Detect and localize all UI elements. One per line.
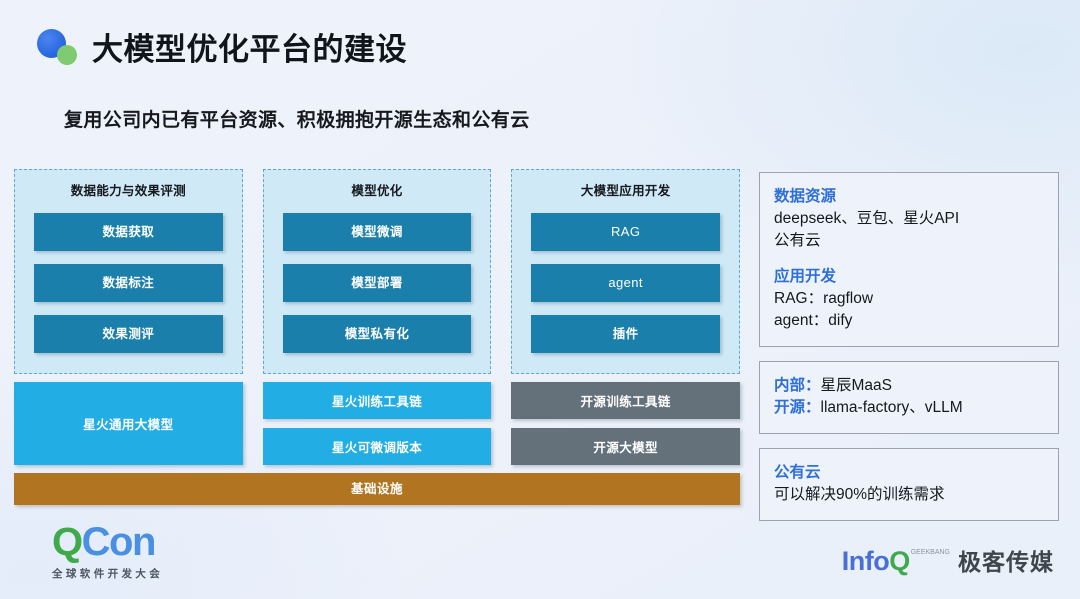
panel-value: 星辰MaaS [820,377,893,394]
category-row: 数据能力与效果评测 数据获取 数据标注 效果测评 模型优化 模型微调 模型部署 … [14,169,741,374]
item-box[interactable]: 插件 [531,314,721,353]
category-items: 模型微调 模型部署 模型私有化 [282,207,472,359]
category-panel-model-optimization: 模型优化 模型微调 模型部署 模型私有化 [262,169,492,374]
panel-text: 公有云 [774,232,821,249]
base-layer-row: 星火通用大模型 星火训练工具链 星火可微调版本 开源训练工具链 开源大模型 [14,382,741,465]
qcon-letters-con: Con [81,520,157,564]
base-box[interactable]: 星火训练工具链 [262,382,492,419]
panel-internal-opensource: 内部：星辰MaaS 开源：llama-factory、vLLM [759,361,1059,434]
panel-heading: 应用开发 [774,268,837,285]
panel-text: RAG：ragflow [774,290,874,307]
panel-data-resources: 数据资源 deepseek、豆包、星火API 公有云 应用开发 RAG：ragf… [759,172,1059,347]
infoq-letter-q: Q [889,546,910,576]
base-column-open-source: 开源训练工具链 开源大模型 [511,382,741,465]
slide-header: 大模型优化平台的建设 [36,24,407,69]
base-box-spark-general-model[interactable]: 星火通用大模型 [14,382,243,465]
panel-value: llama-factory、vLLM [820,399,963,416]
panel-text: deepseek、豆包、星火API [774,210,960,227]
panel-text: 可以解决90%的训练需求 [774,486,945,503]
infoq-tm-mark: GEEKBANG [910,549,950,556]
item-box[interactable]: 效果测评 [34,314,223,353]
category-title: 模型优化 [351,184,403,198]
item-box[interactable]: 模型微调 [282,213,472,252]
brand-dots-icon [36,26,78,68]
panel-key: 开源： [774,399,821,416]
panel-keyvalue: 内部：星辰MaaS [774,375,1044,397]
side-panels: 数据资源 deepseek、豆包、星火API 公有云 应用开发 RAG：ragf… [759,172,1059,535]
category-panel-app-development: 大模型应用开发 RAG agent 插件 [511,169,741,374]
panel-public-cloud: 公有云 可以解决90%的训练需求 [759,448,1059,521]
architecture-diagram: 数据能力与效果评测 数据获取 数据标注 效果测评 模型优化 模型微调 模型部署 … [14,169,741,505]
category-panel-data: 数据能力与效果评测 数据获取 数据标注 效果测评 [14,169,243,374]
qcon-logo: QCon 全球软件开发大会 [52,522,163,581]
base-column-spark-model: 星火通用大模型 [14,382,243,465]
qcon-wordmark: QCon [52,522,163,562]
infrastructure-bar[interactable]: 基础设施 [14,473,740,505]
base-box[interactable]: 星火可微调版本 [262,428,492,465]
panel-text: agent：dify [774,312,853,329]
panel-spacer [774,252,1044,266]
panel-heading: 公有云 [774,464,821,481]
base-box[interactable]: 开源大模型 [511,428,741,465]
infoq-letters-info: Info [841,546,890,576]
base-column-spark-tools: 星火训练工具链 星火可微调版本 [262,382,492,465]
base-box[interactable]: 开源训练工具链 [511,382,741,419]
panel-heading: 数据资源 [774,188,837,205]
green-circle-icon [57,44,77,65]
item-box[interactable]: 数据标注 [34,263,223,302]
item-box[interactable]: 数据获取 [34,213,223,252]
item-box[interactable]: RAG [531,213,721,252]
item-box[interactable]: 模型私有化 [282,314,472,353]
slide-subtitle: 复用公司内已有平台资源、积极拥抱开源生态和公有云 [64,110,530,131]
category-items: 数据获取 数据标注 效果测评 [34,207,223,359]
infoq-chinese-name: 极客传媒 [958,549,1054,575]
item-box[interactable]: agent [531,263,721,302]
category-title: 数据能力与效果评测 [70,184,186,198]
item-box[interactable]: 模型部署 [282,263,472,302]
qcon-subtitle: 全球软件开发大会 [52,568,164,580]
page-title: 大模型优化平台的建设 [92,32,407,67]
category-items: RAG agent 插件 [531,207,721,359]
panel-key: 内部： [774,377,821,394]
category-title: 大模型应用开发 [580,184,671,198]
qcon-letter-q: Q [52,520,83,564]
panel-keyvalue: 开源：llama-factory、vLLM [774,397,1044,419]
